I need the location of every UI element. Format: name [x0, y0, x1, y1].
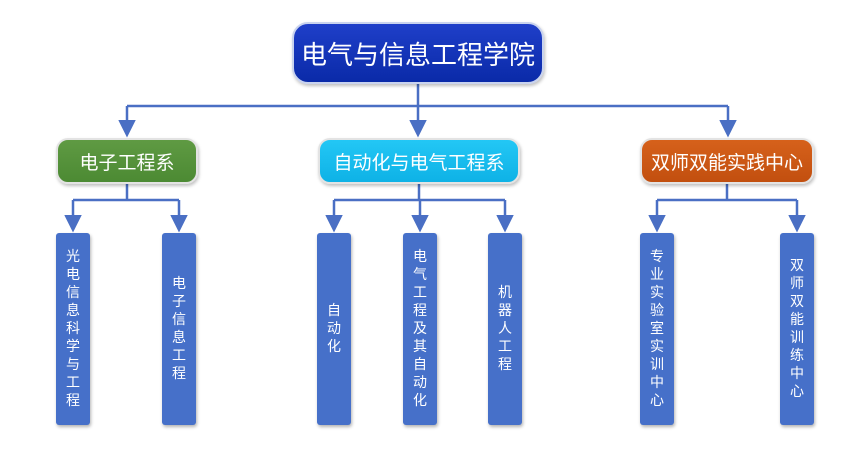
department-automation-electrical: 自动化与电气工程系: [318, 138, 520, 184]
unit-label: 电子信息工程: [172, 276, 186, 382]
unit-electrical-engineering: 电气工程及其自动化: [403, 233, 437, 425]
unit-lab-training-center: 专业实验室实训中心: [640, 233, 674, 425]
unit-label: 专业实验室实训中心: [650, 249, 664, 409]
unit-label: 机器人工程: [498, 285, 512, 373]
unit-label: 双师双能训练中心: [790, 258, 804, 400]
unit-dual-qualified-training-center: 双师双能训练中心: [780, 233, 814, 425]
department-label: 双师双能实践中心: [650, 151, 803, 174]
department-electronic-engineering: 电子工程系: [56, 138, 198, 184]
unit-automation: 自动化: [317, 233, 351, 425]
unit-label: 光电信息科学与工程: [66, 249, 80, 409]
department-label: 自动化与电气工程系: [333, 151, 505, 174]
unit-electronic-info: 电子信息工程: [162, 233, 196, 425]
unit-robotics: 机器人工程: [488, 233, 522, 425]
college-root-node: 电气与信息工程学院: [292, 22, 544, 84]
unit-label: 电气工程及其自动化: [413, 249, 427, 409]
college-title: 电气与信息工程学院: [300, 40, 535, 71]
unit-optoelectronic-info: 光电信息科学与工程: [56, 233, 90, 425]
unit-label: 自动化: [327, 303, 341, 355]
department-label: 电子工程系: [79, 151, 175, 174]
department-practice-center: 双师双能实践中心: [640, 138, 814, 184]
